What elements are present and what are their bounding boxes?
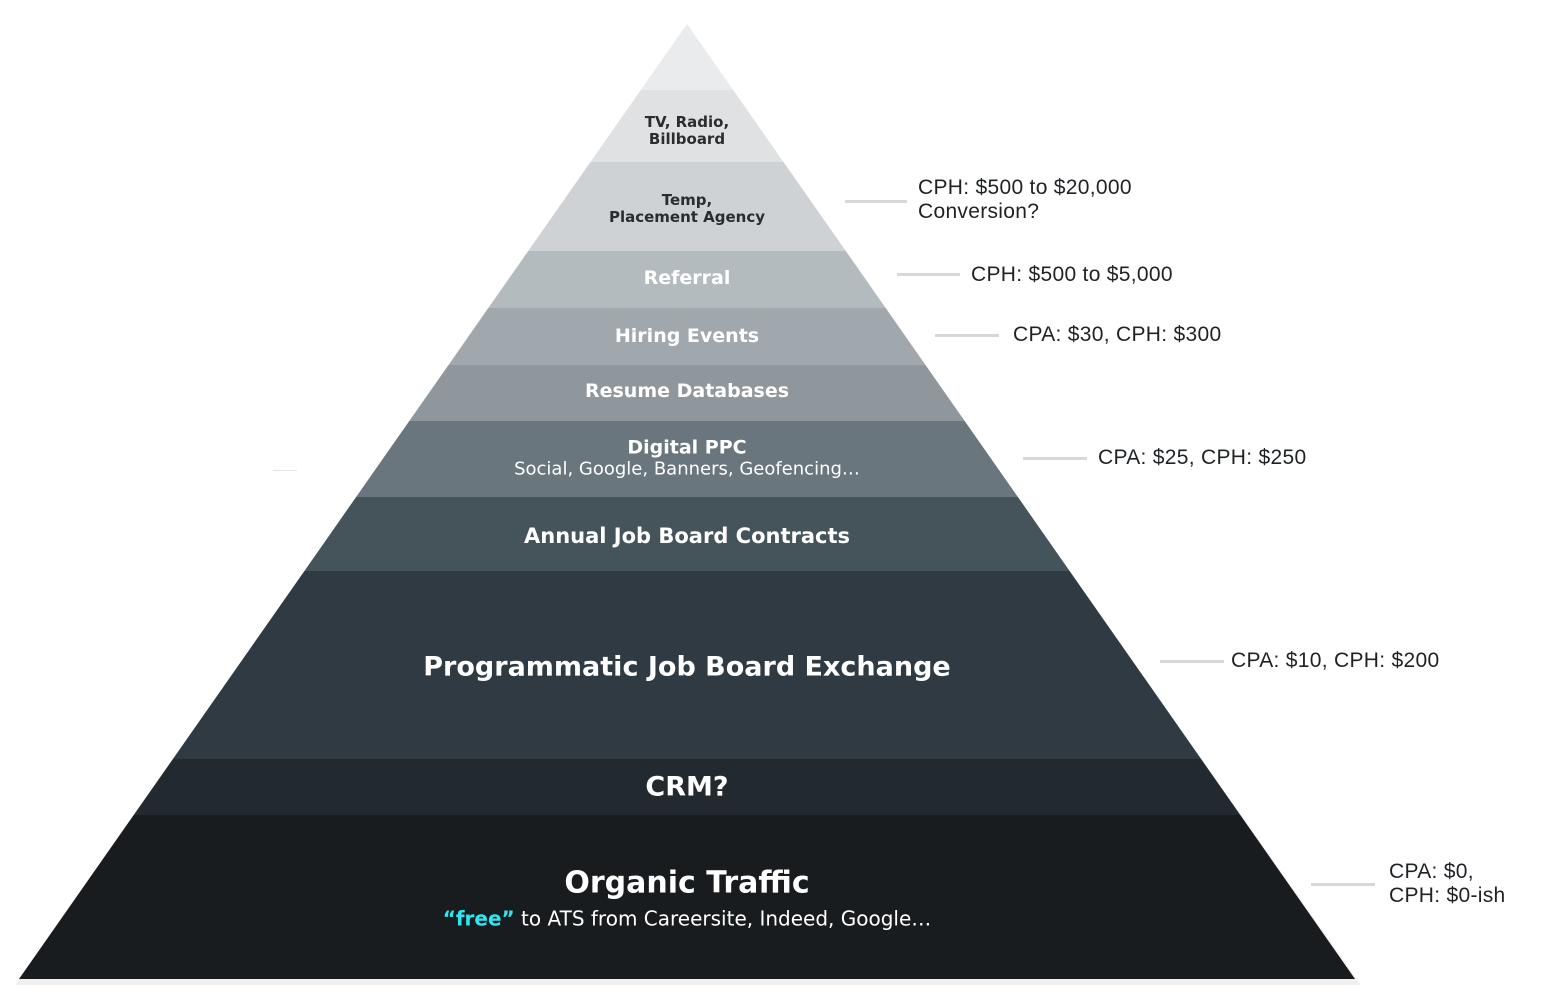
- free-highlight: “free”: [442, 905, 515, 930]
- tier-label-hiring-events: Hiring Events: [614, 325, 760, 348]
- leader-line-hiring: [935, 334, 999, 337]
- tier-label-organic-traffic: Organic Traffic “free” to ATS from Caree…: [443, 866, 932, 930]
- pyramid-band-apex: [640, 24, 734, 90]
- tier-sublabel: “free” to ATS from Careersite, Indeed, G…: [442, 905, 932, 930]
- leader-line-temp: [845, 200, 907, 203]
- leader-line-programmatic: [1160, 660, 1224, 663]
- annotation-line: CPA: $30, CPH: $300: [1013, 323, 1222, 346]
- annotation-line: CPA: $25, CPH: $250: [1098, 446, 1307, 469]
- tier-sublabel: Social, Google, Banners, Geofencing…: [514, 458, 860, 480]
- annotation-organic: CPA: $0, CPH: $0-ish: [1389, 860, 1506, 908]
- tier-label-tv-radio-billboard: TV, Radio, Billboard: [644, 112, 730, 149]
- annotation-hiring: CPA: $30, CPH: $300: [1013, 323, 1221, 347]
- tier-label-line: Temp,: [661, 190, 713, 209]
- annotation-line: CPH: $500 to $20,000: [918, 176, 1132, 199]
- pyramid-band-resume: [409, 365, 965, 421]
- pyramid-band-organic: [19, 815, 1355, 979]
- pyramid-band-tv: [590, 90, 784, 162]
- annotation-line: CPH: $0-ish: [1389, 884, 1506, 907]
- leader-line-ppc: [1023, 457, 1087, 460]
- tier-label-digital-ppc: Digital PPC Social, Google, Banners, Geo…: [514, 436, 860, 481]
- annotation-line: CPA: $10, CPH: $200: [1231, 649, 1440, 672]
- pyramid-band-referral: [488, 251, 886, 308]
- tier-label-programmatic: Programmatic Job Board Exchange: [423, 651, 950, 682]
- tier-label-line: Resume Databases: [584, 380, 790, 403]
- tier-label-line: Digital PPC: [627, 436, 747, 459]
- tier-label-referral: Referral: [643, 267, 731, 290]
- annotation-temp: CPH: $500 to $20,000 Conversion?: [918, 176, 1132, 224]
- tier-label-line: Annual Job Board Contracts: [523, 523, 851, 548]
- pyramid-band-programmatic: [172, 571, 1202, 759]
- tier-label-line: Hiring Events: [614, 325, 760, 348]
- tier-label-line: Referral: [643, 267, 731, 290]
- annotation-ppc: CPA: $25, CPH: $250: [1098, 446, 1306, 470]
- tier-label-annual-job-board: Annual Job Board Contracts: [524, 524, 850, 548]
- leader-line-referral: [897, 273, 960, 276]
- tier-label-temp-agency: Temp, Placement Agency: [608, 190, 766, 227]
- annotation-line: CPA: $0,: [1389, 860, 1474, 883]
- stray-tick-mark: [273, 470, 297, 471]
- pyramid-band-crm: [133, 759, 1241, 815]
- tier-label-line: Billboard: [648, 130, 726, 148]
- tier-label-resume-databases: Resume Databases: [584, 380, 790, 403]
- tier-sublabel-text: to ATS from Careersite, Indeed, Google…: [514, 905, 932, 930]
- tier-label-line: TV, Radio,: [644, 112, 730, 131]
- pyramid-band-temp: [528, 162, 846, 251]
- tier-label-line: Programmatic Job Board Exchange: [423, 651, 951, 683]
- pyramid-band-hiring: [448, 308, 926, 365]
- tier-label-crm: CRM?: [645, 771, 728, 802]
- tier-label-line: CRM?: [645, 771, 729, 803]
- annotation-line: Conversion?: [918, 200, 1040, 223]
- pyramid-band-annual: [304, 497, 1070, 571]
- annotation-programmatic: CPA: $10, CPH: $200: [1231, 649, 1439, 673]
- annotation-referral: CPH: $500 to $5,000: [971, 263, 1173, 287]
- annotation-line: CPH: $500 to $5,000: [971, 263, 1173, 286]
- tier-label-line: Placement Agency: [608, 208, 766, 226]
- tier-label-line: Organic Traffic: [564, 865, 810, 901]
- pyramid-band-ppc: [356, 421, 1018, 497]
- leader-line-organic: [1311, 883, 1375, 886]
